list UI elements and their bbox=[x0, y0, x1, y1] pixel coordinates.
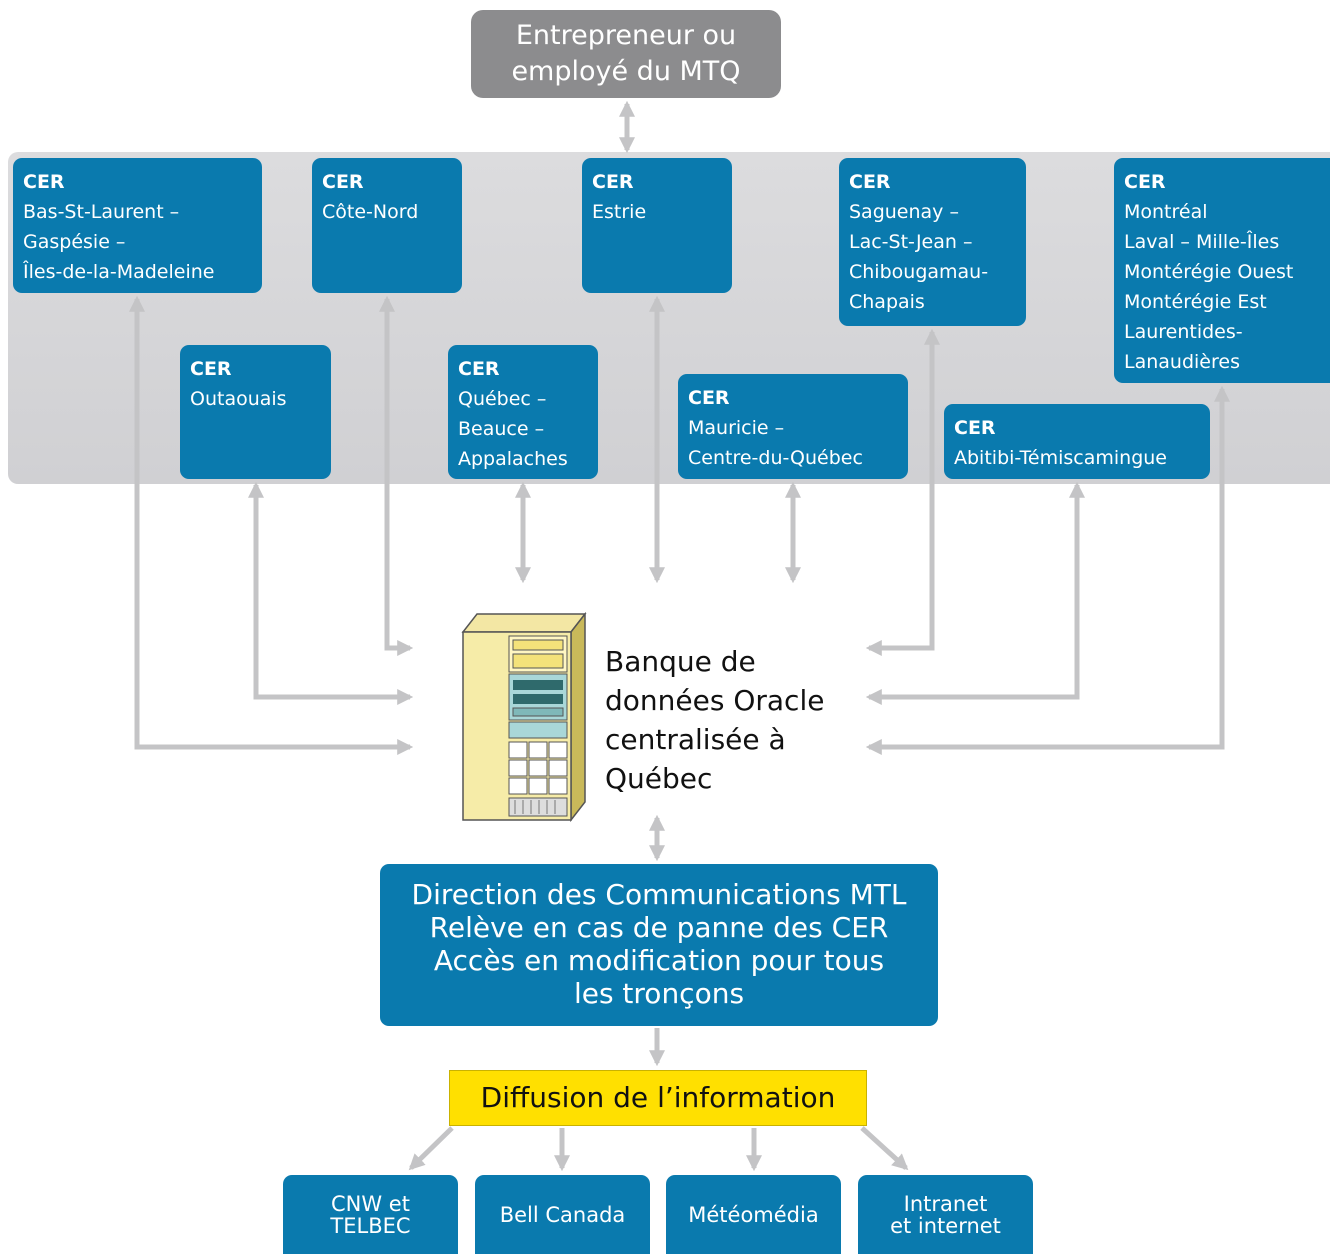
cer-label: CER bbox=[458, 358, 500, 380]
cer-label: CER bbox=[322, 171, 364, 193]
cer-bas-st-laurent: CER Bas-St-Laurent – Gaspésie – Îles-de-… bbox=[13, 158, 262, 293]
cer-region: Estrie bbox=[592, 201, 647, 223]
cer-label: CER bbox=[688, 387, 730, 409]
cer-region: Saguenay – Lac-St-Jean – Chibougamau- Ch… bbox=[849, 201, 989, 313]
cer-region: Québec – Beauce – Appalaches bbox=[458, 388, 568, 470]
diffusion-box: Diffusion de l’information bbox=[449, 1070, 867, 1126]
cer-label: CER bbox=[190, 358, 232, 380]
cer-mauricie: CER Mauricie – Centre-du-Québec bbox=[678, 374, 908, 479]
connector-out-1 bbox=[408, 1126, 454, 1171]
cer-region: Montréal Laval – Mille-Îles Montérégie O… bbox=[1124, 201, 1294, 373]
cer-quebec: CER Québec – Beauce – Appalaches bbox=[448, 345, 598, 479]
cer-label: CER bbox=[954, 417, 996, 439]
output-intranet: Intranet et internet bbox=[858, 1175, 1033, 1254]
database-label: Banque de données Oracle centralisée à Q… bbox=[605, 645, 825, 795]
cer-estrie: CER Estrie bbox=[582, 158, 732, 293]
entrepreneur-box: Entrepreneur ou employé du MTQ bbox=[471, 10, 781, 98]
connector-bas-st-laurent bbox=[128, 295, 414, 756]
direction-box: Direction des Communications MTL Relève … bbox=[380, 864, 938, 1026]
connector-montreal bbox=[865, 385, 1231, 756]
output-cnw-telbec: CNW et TELBEC bbox=[283, 1175, 458, 1254]
connector-out-4 bbox=[860, 1126, 909, 1171]
cer-label: CER bbox=[1124, 171, 1166, 193]
cer-region: Côte-Nord bbox=[322, 201, 419, 223]
connector-cote-nord bbox=[378, 295, 414, 657]
cer-cote-nord: CER Côte-Nord bbox=[312, 158, 462, 293]
cer-outaouais: CER Outaouais bbox=[180, 345, 331, 479]
cer-label: CER bbox=[592, 171, 634, 193]
output-bell-canada: Bell Canada bbox=[475, 1175, 650, 1254]
server-tower-icon bbox=[461, 612, 587, 822]
cer-region: Bas-St-Laurent – Gaspésie – Îles-de-la-M… bbox=[23, 201, 215, 283]
cer-region: Abitibi-Témiscamingue bbox=[954, 447, 1167, 469]
cer-abitibi: CER Abitibi-Témiscamingue bbox=[944, 404, 1210, 479]
output-meteomedia: Météomédia bbox=[666, 1175, 841, 1254]
cer-label: CER bbox=[23, 171, 65, 193]
cer-montreal: CER Montréal Laval – Mille-Îles Montérég… bbox=[1114, 158, 1330, 383]
cer-label: CER bbox=[849, 171, 891, 193]
connector-outaouais bbox=[247, 481, 414, 706]
cer-region: Outaouais bbox=[190, 388, 287, 410]
cer-region: Mauricie – Centre-du-Québec bbox=[688, 417, 863, 469]
cer-saguenay: CER Saguenay – Lac-St-Jean – Chibougamau… bbox=[839, 158, 1026, 326]
